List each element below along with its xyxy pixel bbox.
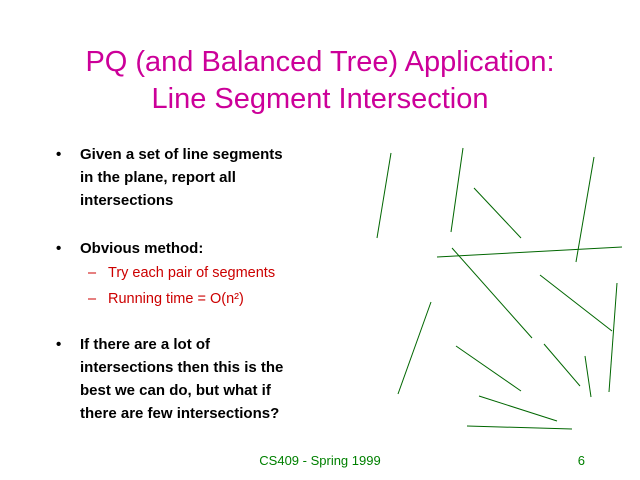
footer-course-label: CS409 - Spring 1999	[259, 453, 381, 468]
sub-bullet-marker: –	[88, 265, 97, 281]
bullet-marker: •	[56, 240, 62, 257]
bullet-item: • If there are a lot of intersections th…	[56, 333, 336, 425]
slide-title: PQ (and Balanced Tree) Application: Line…	[85, 46, 555, 115]
sub-bullet-text: Try each pair of segments	[108, 265, 276, 281]
bullet-text: Obvious method:	[80, 240, 204, 257]
bullet-text: Given a set of line segments in the plan…	[80, 146, 283, 209]
sub-bullet-item: – Running time = O(n²)	[88, 288, 348, 310]
bullet-marker: •	[56, 336, 62, 353]
page-number: 6	[577, 453, 585, 468]
sub-bullet-marker: –	[88, 291, 97, 307]
bullet-text: If there are a lot of intersections then…	[80, 336, 284, 422]
sub-bullet-item: – Try each pair of segments	[88, 262, 348, 284]
bullet-marker: •	[56, 146, 62, 163]
bullet-item: • Given a set of line segments in the pl…	[56, 143, 326, 212]
bullet-item: • Obvious method:	[56, 237, 326, 260]
sub-bullet-text: Running time = O(n²)	[108, 291, 244, 307]
